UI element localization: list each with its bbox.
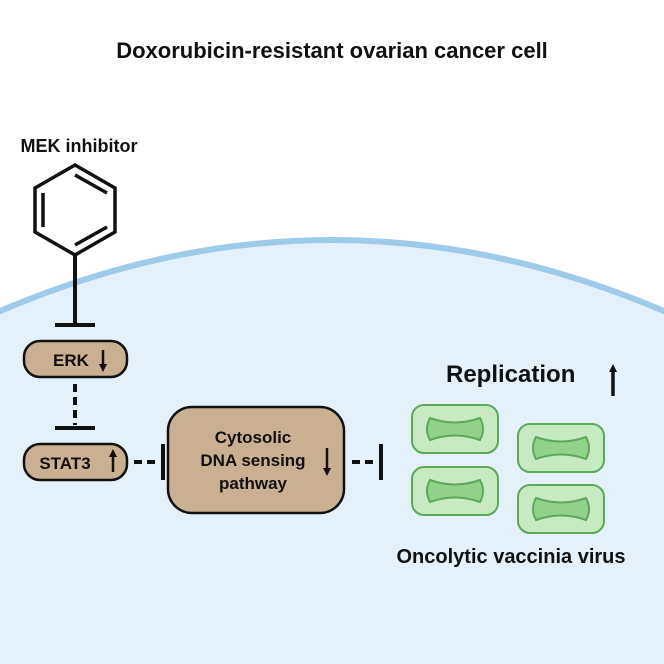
inhibitor-label: MEK inhibitor bbox=[21, 136, 138, 156]
vaccinia-virus-particle-icon bbox=[517, 484, 605, 534]
vaccinia-virus-particle-icon bbox=[411, 404, 499, 454]
vaccinia-virus-particle-icon bbox=[411, 466, 499, 516]
edge-inhibitor-erk bbox=[55, 255, 95, 327]
node-dna-line2: DNA sensing bbox=[200, 451, 305, 470]
node-stat3: STAT3 bbox=[22, 442, 129, 482]
node-dna-line3: pathway bbox=[219, 474, 288, 493]
benzene-ring-icon bbox=[33, 162, 117, 258]
edge-stat3-dna bbox=[134, 444, 165, 480]
virus-label: Oncolytic vaccinia virus bbox=[397, 546, 626, 568]
diagram-title: Doxorubicin-resistant ovarian cancer cel… bbox=[116, 38, 548, 63]
node-erk: ERK bbox=[22, 339, 129, 379]
cell-membrane bbox=[0, 237, 664, 315]
vaccinia-virus-particle-icon bbox=[517, 423, 605, 473]
edge-erk-stat3 bbox=[55, 384, 95, 430]
node-dna-sensing: Cytosolic DNA sensing pathway bbox=[166, 405, 346, 515]
node-erk-label: ERK bbox=[53, 351, 90, 370]
node-dna-line1: Cytosolic bbox=[215, 428, 292, 447]
replication-label: Replication bbox=[446, 361, 575, 388]
edge-dna-virus bbox=[352, 444, 383, 480]
node-stat3-label: STAT3 bbox=[39, 454, 90, 473]
